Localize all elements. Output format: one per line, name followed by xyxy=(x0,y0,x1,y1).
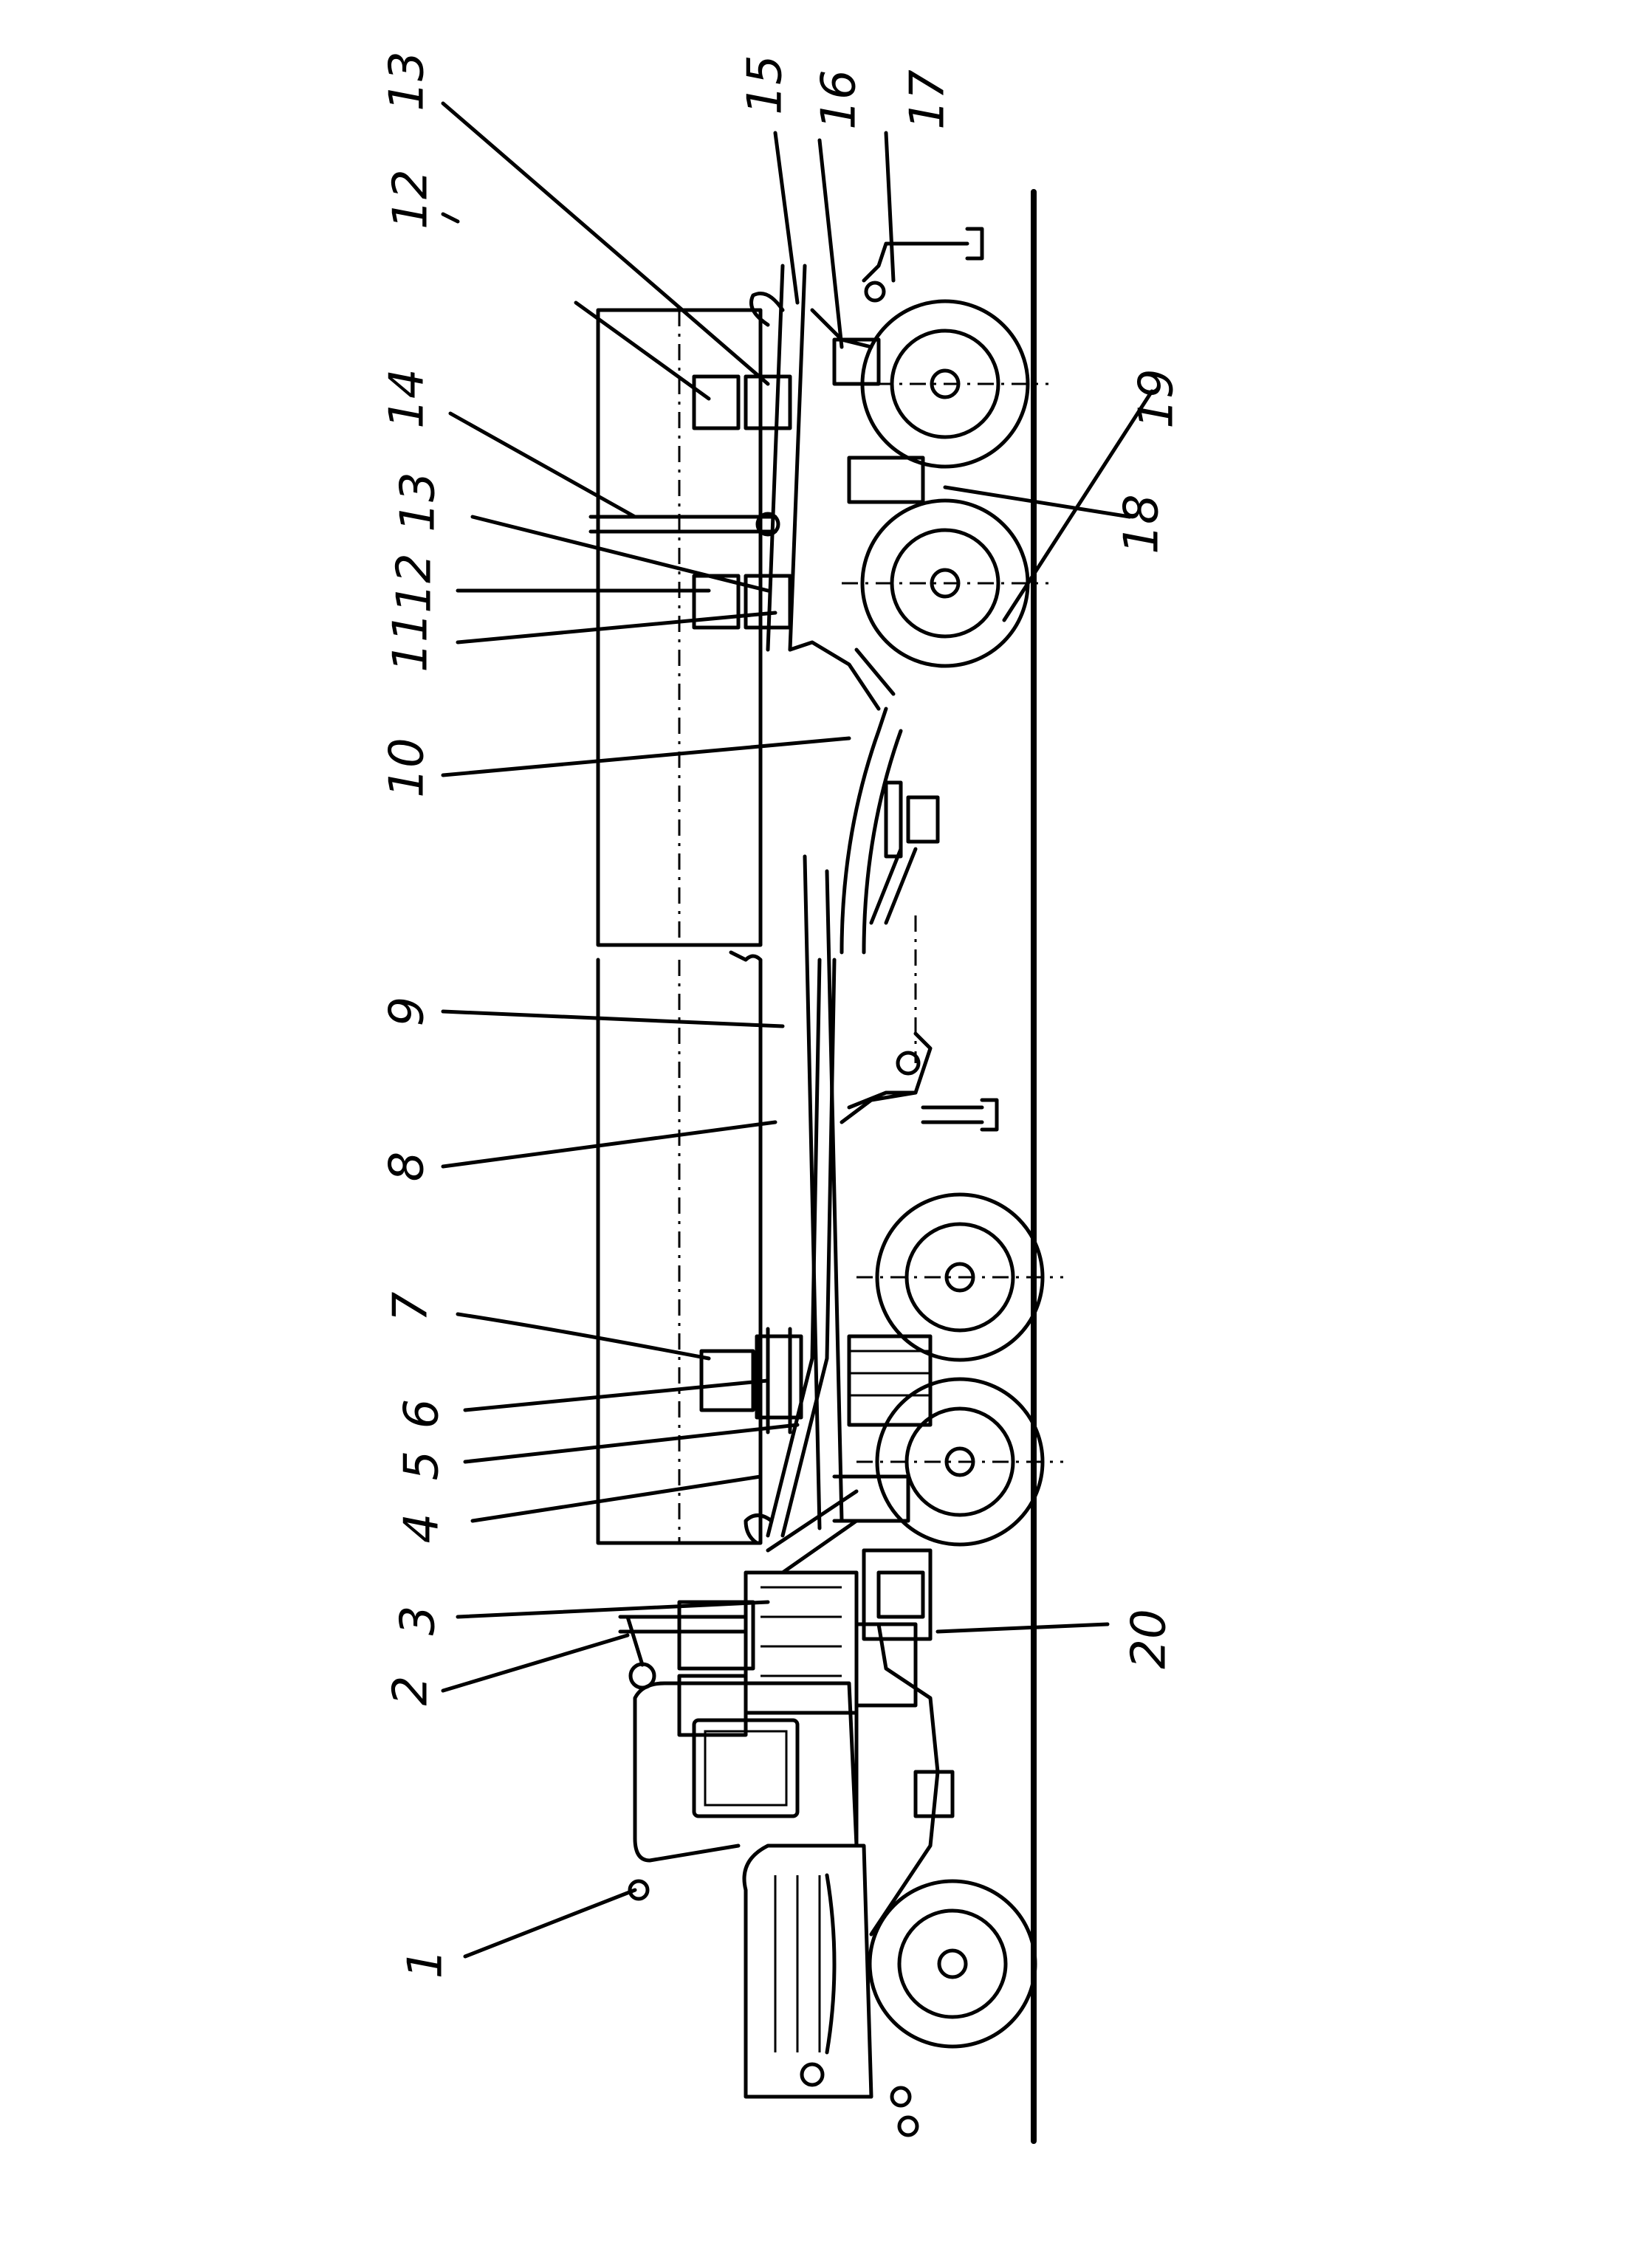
label-8: 8 xyxy=(380,1152,435,1182)
label-10: 10 xyxy=(380,738,435,797)
label-15: 15 xyxy=(738,55,793,114)
label-13-upper: 13 xyxy=(380,51,435,111)
labels: 1 2 3 4 5 6 7 8 9 10 11 12 13 14 12 13 1… xyxy=(380,51,1184,1979)
rear-trailer-wheel-front xyxy=(842,498,1048,668)
label-3: 3 xyxy=(391,1606,446,1636)
tractor-cab xyxy=(633,1681,859,1863)
drawbar xyxy=(840,707,903,955)
label-11: 11 xyxy=(384,612,439,672)
label-17: 17 xyxy=(901,69,955,130)
tractor-front-wheel xyxy=(825,1873,1037,2055)
label-4: 4 xyxy=(395,1513,450,1544)
tractor xyxy=(628,1548,1037,2137)
label-18: 18 xyxy=(1115,494,1170,554)
label-12-lower: 12 xyxy=(388,553,442,613)
label-19: 19 xyxy=(1130,368,1184,428)
label-5: 5 xyxy=(395,1451,450,1481)
label-14: 14 xyxy=(380,368,435,428)
label-20: 20 xyxy=(1122,1609,1177,1669)
front-load xyxy=(596,950,763,1545)
front-trailer-wheel-rear xyxy=(856,1192,1063,1362)
front-trailer-wheel-front xyxy=(856,1377,1063,1547)
label-13-lower: 13 xyxy=(391,472,446,532)
label-12-upper: 12 xyxy=(384,169,439,229)
label-1: 1 xyxy=(399,1949,453,1979)
label-2: 2 xyxy=(384,1676,439,1706)
rear-trailer xyxy=(588,227,1048,955)
front-trailer xyxy=(596,854,1063,1690)
label-6: 6 xyxy=(395,1399,450,1429)
leader-lines xyxy=(441,101,1154,1959)
label-9: 9 xyxy=(380,997,435,1027)
label-16: 16 xyxy=(812,69,867,129)
rear-load xyxy=(596,308,763,947)
tractor-hood xyxy=(742,1843,873,2099)
tractor-tank xyxy=(677,1570,859,1737)
label-7: 7 xyxy=(384,1291,439,1322)
boom xyxy=(766,958,837,1538)
